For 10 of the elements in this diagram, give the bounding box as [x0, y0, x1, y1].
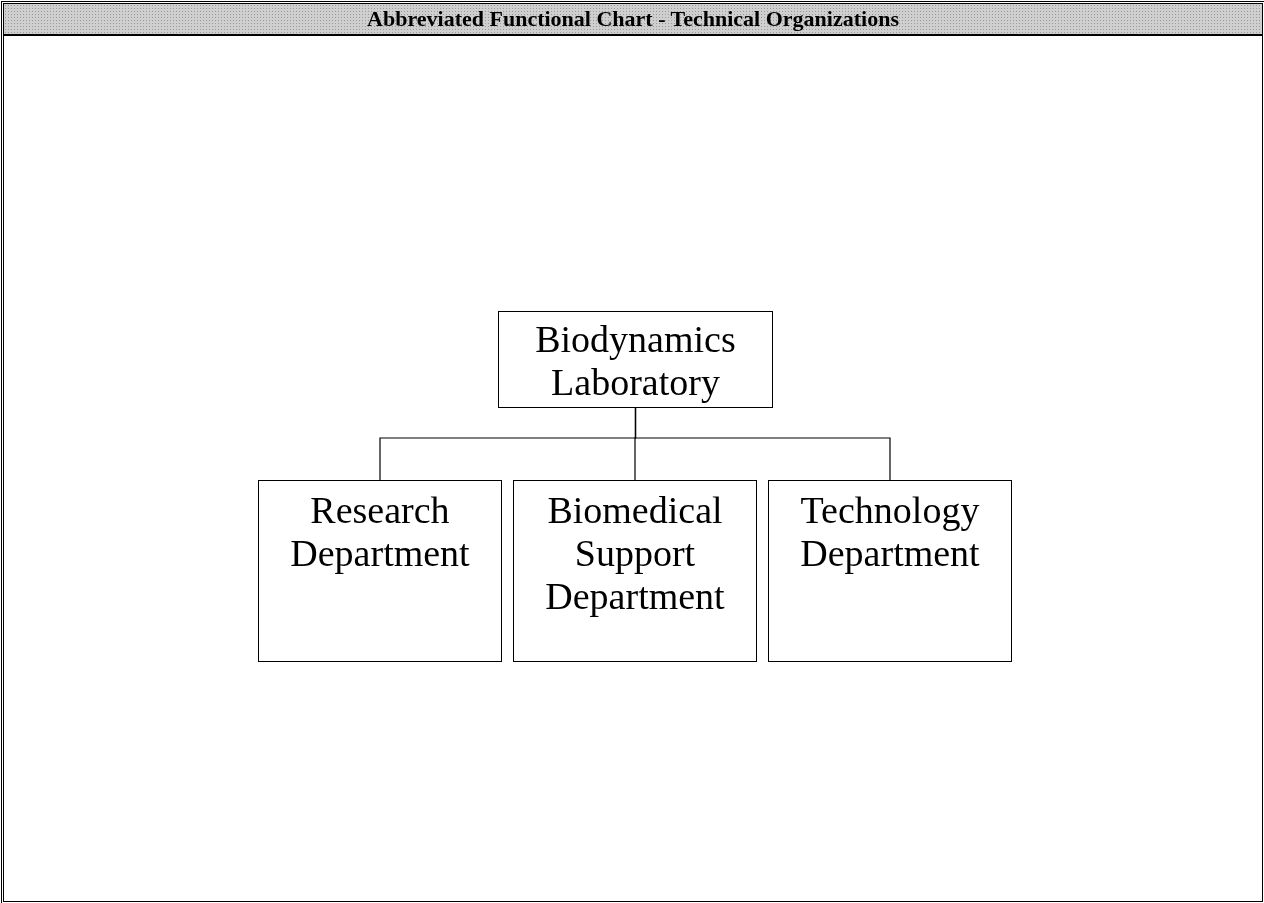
org-box [513, 480, 757, 662]
chart-title: Abbreviated Functional Chart - Technical Organizations [367, 6, 899, 32]
org-unit-name: Technology Department [799, 489, 981, 575]
org-unit-name: Research Department [289, 489, 471, 575]
org-unit-name: Biodynamics Laboratory [534, 318, 737, 404]
org-box [258, 480, 502, 662]
org-box [768, 480, 1012, 662]
connector-line [634, 407, 891, 481]
org-unit-name: Biomedical Support Department [544, 489, 726, 618]
org-box [498, 311, 773, 408]
